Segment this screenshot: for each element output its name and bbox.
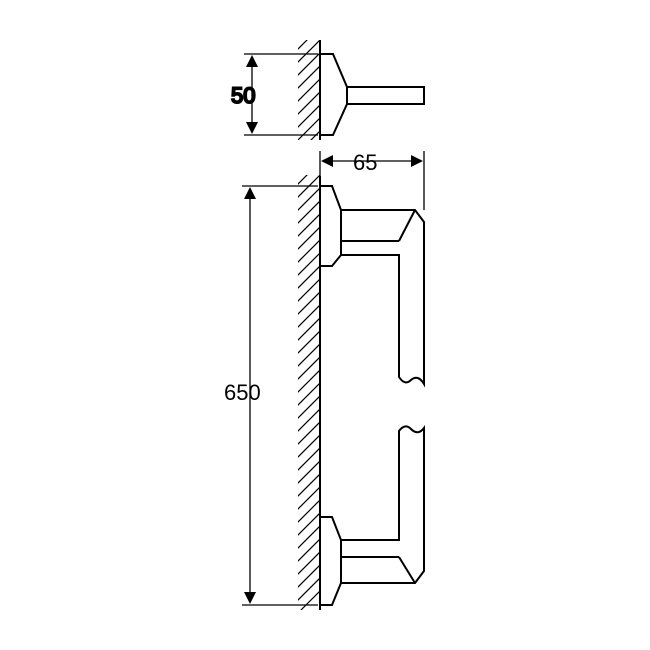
lower-bracket-corner-bevel xyxy=(398,556,416,584)
lower-bracket xyxy=(319,425,425,606)
top-rail-profile xyxy=(347,86,425,105)
main-wall-hatching xyxy=(298,175,320,610)
top-wall-hatching xyxy=(298,40,320,140)
upper-bracket xyxy=(320,185,425,388)
depth-dimension: 65 xyxy=(319,150,425,210)
top-mount-plate xyxy=(320,53,348,136)
main-side-view: 650 xyxy=(224,175,425,610)
dimension-50-label: 50 xyxy=(231,83,255,108)
dimension-65-label: 65 xyxy=(353,150,377,175)
dimension-650-label: 650 xyxy=(224,380,261,405)
top-view: 50 xyxy=(230,40,425,140)
upper-bracket-corner-bevel xyxy=(398,209,416,242)
